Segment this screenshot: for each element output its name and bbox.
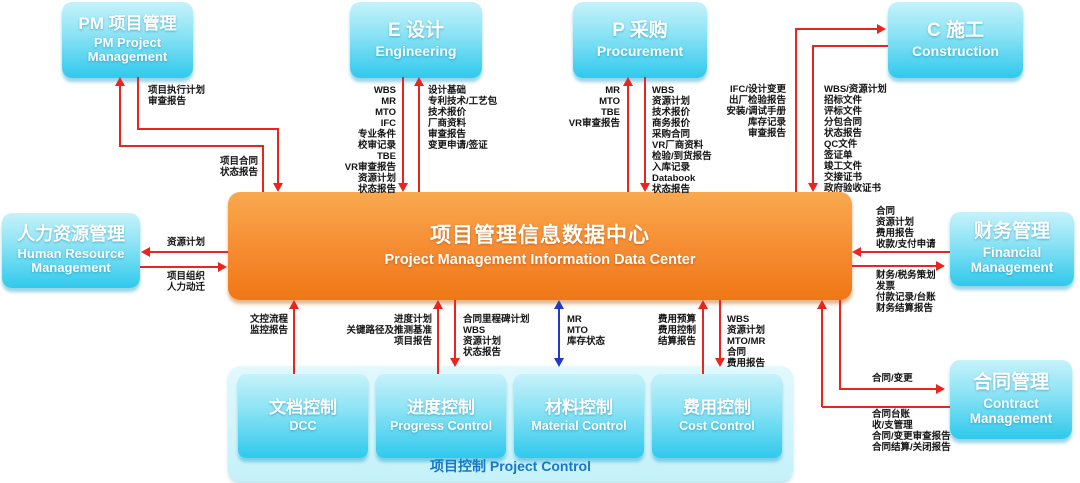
node-construction-subtitle: Construction	[911, 42, 1000, 59]
label-engineering-to-center: WBS MR MTO IFC 专业条件 校审记录 TBE VR审查报告 资源计划…	[344, 85, 396, 195]
node-contract-subtitle: Contract Management	[969, 395, 1053, 426]
node-finance: 财务管理 Financial Management	[950, 212, 1074, 286]
node-doc-control-subtitle: DCC	[289, 419, 317, 434]
node-data-center: 项目管理信息数据中心 Project Management Informatio…	[228, 192, 852, 300]
label-procurement-to-center: WBS 资源计划 技术报价 商务报价 采购合同 VR厂商资料 检验/到货报告 入…	[652, 85, 712, 195]
node-pm-title: PM 项目管理	[78, 14, 177, 34]
node-doc-control: 文档控制 DCC	[238, 374, 368, 458]
label-center-to-finance: 财务/税务策划 发票 付款记录/台账 财务结算报告	[876, 270, 936, 314]
node-contract: 合同管理 Contract Management	[950, 360, 1072, 439]
node-procurement: P 采购 Procurement	[573, 2, 707, 78]
label-center-to-pm: 项目合同 状态报告	[219, 156, 258, 178]
label-progress-to-center: 进度计划 关键路径及推测基准 项目报告	[346, 314, 432, 347]
data-center-title: 项目管理信息数据中心	[430, 223, 650, 247]
label-pm-to-center: 项目执行计划 审查报告	[148, 85, 206, 107]
node-procurement-subtitle: Procurement	[596, 42, 684, 59]
data-center-subtitle: Project Management Information Data Cent…	[384, 251, 696, 268]
label-finance-to-center: 合同 资源计划 费用报告 收款/支付申请	[876, 206, 936, 250]
node-construction-title: C 施工	[926, 19, 984, 41]
node-doc-control-title: 文档控制	[269, 397, 337, 417]
node-hr-title: 人力资源管理	[17, 224, 125, 245]
node-cost-control: 费用控制 Cost Control	[652, 374, 782, 458]
node-engineering-title: E 设计	[388, 19, 444, 41]
node-progress-control-subtitle: Progress Control	[389, 419, 493, 434]
label-cost-to-center: 费用预算 费用控制 结算报告	[657, 314, 696, 347]
label-contract-to-center: 合同台账 收/支管理 合同/变更审查报告 合同结算/关闭报告	[872, 409, 951, 453]
node-engineering: E 设计 Engineering	[350, 2, 482, 78]
label-center-to-procurement: MR MTO TBE VR审查报告	[568, 85, 620, 129]
node-cost-control-subtitle: Cost Control	[679, 419, 755, 434]
node-material-control-subtitle: Material Control	[531, 419, 627, 434]
label-center-to-construction: IFC/设计变更 出厂检验报告 安装/调试手册 库存记录 审查报告	[726, 84, 786, 139]
node-procurement-title: P 采购	[612, 19, 668, 41]
node-material-control: 材料控制 Material Control	[514, 374, 644, 458]
node-finance-subtitle: Financial Management	[970, 245, 1054, 276]
label-center-to-progress: 合同里程碑计划 WBS 资源计划 状态报告	[463, 314, 530, 358]
node-cost-control-title: 费用控制	[683, 397, 751, 417]
label-material-center-exchange: MR MTO 库存状态	[567, 314, 606, 347]
label-center-to-hr: 资源计划	[167, 237, 206, 248]
node-pm: PM 项目管理 PM Project Management	[62, 2, 193, 78]
node-material-control-title: 材料控制	[545, 397, 613, 417]
node-hr: 人力资源管理 Human Resource Management	[2, 213, 140, 288]
node-progress-control-title: 进度控制	[407, 397, 475, 417]
node-finance-title: 财务管理	[973, 221, 1050, 243]
label-center-to-engineering: 设计基础 专利技术/工艺包 技术报价 厂商资料 审查报告 变更申请/签证	[428, 85, 498, 151]
node-construction: C 施工 Construction	[888, 2, 1023, 78]
node-hr-subtitle: Human Resource Management	[17, 245, 125, 276]
label-doc-to-center: 文控流程 监控报告	[249, 314, 288, 336]
node-pm-subtitle: PM Project Management	[87, 34, 168, 65]
label-construction-to-center: WBS/资源计划 招标文件 评标文件 分包合同 状态报告 QC文件 签证单 竣工…	[824, 84, 887, 194]
label-hr-to-center: 项目组织 人力动迁	[167, 271, 206, 293]
node-contract-title: 合同管理	[972, 371, 1049, 393]
node-progress-control: 进度控制 Progress Control	[376, 374, 506, 458]
label-center-to-cost: WBS 资源计划 MTO/MR 合同 费用报告	[727, 314, 766, 369]
label-center-to-contract: 合同/变更	[872, 373, 913, 384]
node-engineering-subtitle: Engineering	[375, 42, 457, 59]
project-control-group-label: 项目控制 Project Control	[429, 458, 591, 474]
